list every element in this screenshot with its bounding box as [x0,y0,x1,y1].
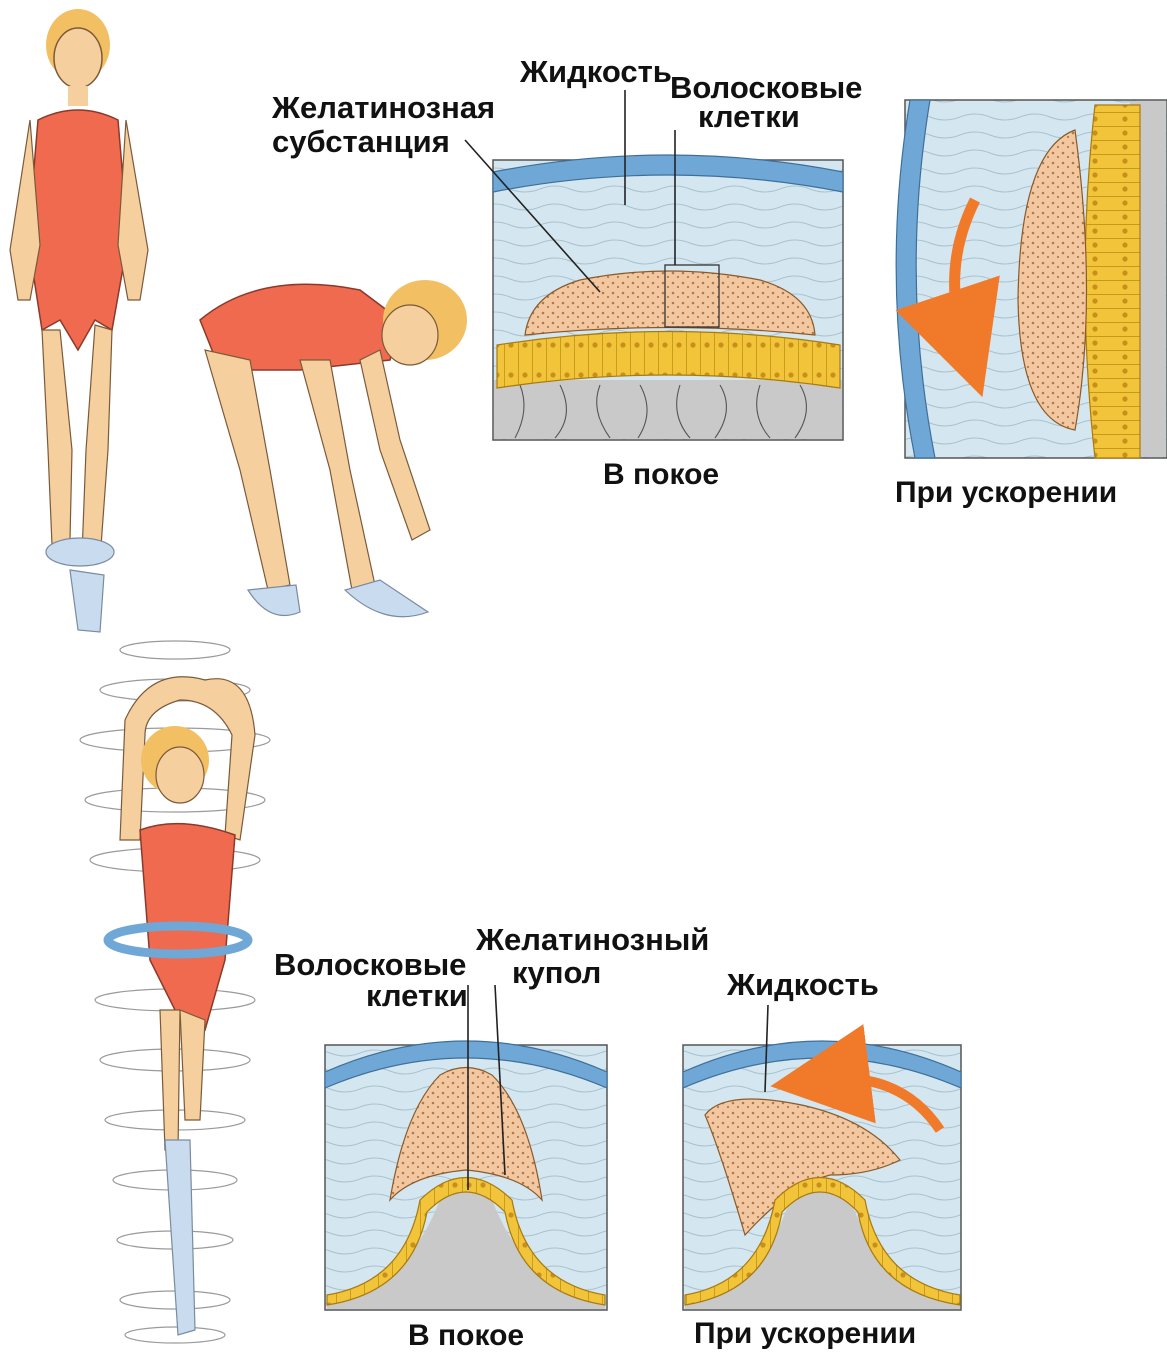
label-cupula-line2: купол [512,955,601,990]
cupula-acceleration-panel [683,1041,961,1310]
macula-acceleration-panel [896,100,1167,458]
standing-dancer-figure [10,9,148,632]
caption-rest-bottom: В покое [408,1319,524,1352]
spinning-dancer-figure [80,641,270,1343]
label-cupula-line1: Желатинозный [475,922,709,957]
cupula-rest-panel [325,1041,607,1310]
label-hair-cells-bottom-line1: Волосковые [274,947,466,982]
label-gel-substance-line2: субстанция [272,124,450,159]
caption-acceleration-bottom: При ускорении [694,1317,916,1350]
caption-rest-top: В покое [603,458,719,491]
label-fluid-bottom: Жидкость [726,967,879,1002]
label-gel-substance-line1: Желатинозная [271,90,495,125]
label-hair-cells-bottom-line2: клетки [366,978,468,1013]
macula-rest-panel [493,155,843,440]
bending-dancer-figure [200,280,467,617]
label-fluid-top: Жидкость [519,54,672,89]
caption-acceleration-top: При ускорении [895,476,1117,509]
label-hair-cells-top-line2: клетки [698,99,800,134]
